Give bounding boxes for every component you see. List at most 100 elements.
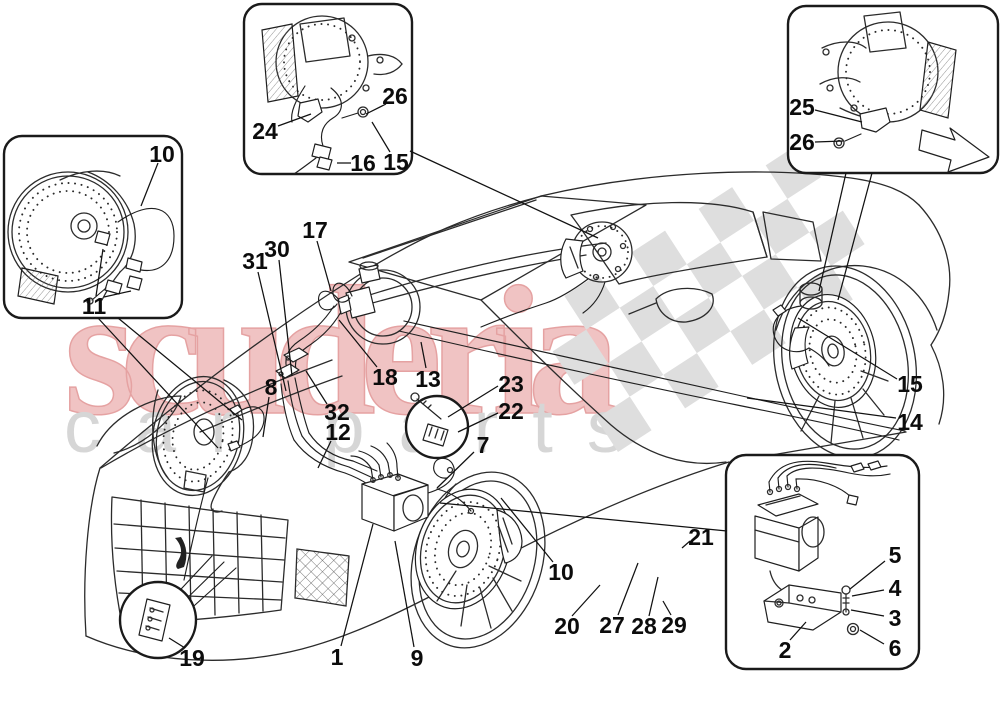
fixing-bolt <box>416 398 442 420</box>
flag-square <box>663 353 719 409</box>
detail-link-line <box>409 150 599 239</box>
callout-label-30: 30 <box>264 236 290 262</box>
callout-label-2: 2 <box>779 637 792 663</box>
front-left-wheel <box>410 471 546 649</box>
leader-line <box>394 540 415 648</box>
callout-label-28: 28 <box>631 613 657 639</box>
leader-line <box>305 370 328 405</box>
callout-label-18: 18 <box>372 364 398 390</box>
flag-square <box>753 198 810 255</box>
callout-label-17: 17 <box>302 217 328 243</box>
brake-duct-mesh <box>294 548 350 607</box>
leader-line <box>436 451 475 489</box>
detail-link-line <box>439 502 728 532</box>
flag-square <box>742 254 798 310</box>
leader-line <box>168 637 186 649</box>
leader-line <box>850 609 885 617</box>
callout-label-32: 32 <box>324 399 350 425</box>
front-right-brake <box>151 375 265 513</box>
leader-line <box>257 271 287 392</box>
callout-label-13: 13 <box>415 366 441 392</box>
leader-line <box>338 319 378 368</box>
leader-line <box>849 560 886 590</box>
flag-square <box>596 396 652 452</box>
flag-square <box>552 329 608 385</box>
callout-label-21: 21 <box>688 524 714 550</box>
inset-cable-clip-detail <box>118 580 198 660</box>
callout-label-7: 7 <box>477 432 490 458</box>
flag-square <box>607 341 664 397</box>
callout-label-19: 19 <box>179 645 205 671</box>
inset-abs-unit-detail <box>724 453 921 671</box>
leader-line <box>457 412 499 433</box>
leader-line <box>365 103 387 115</box>
flag-square <box>809 210 865 266</box>
detail-link-line <box>97 317 219 449</box>
flag-square <box>698 187 754 243</box>
callout-label-14: 14 <box>897 409 923 435</box>
leader-line <box>814 109 863 123</box>
inset-rear-hub-left-detail <box>242 2 414 176</box>
direction-arrow-icon <box>918 127 990 173</box>
callout-label-20: 20 <box>554 613 580 639</box>
flag-square <box>675 297 731 354</box>
detail-link-line <box>837 172 873 301</box>
leader-line <box>277 113 312 127</box>
leader-line <box>103 290 132 298</box>
watermark: scuderia car parts <box>63 143 865 468</box>
leader-line <box>371 121 391 153</box>
callout-label-25: 25 <box>789 94 815 120</box>
callout-label-9: 9 <box>411 645 424 671</box>
leader-line <box>851 589 885 597</box>
callout-label-1: 1 <box>331 644 344 670</box>
callout-label-26: 26 <box>382 83 408 109</box>
callout-label-4: 4 <box>889 575 902 601</box>
leader-line <box>340 523 374 647</box>
flag-square <box>631 230 687 287</box>
leader-line <box>617 562 639 616</box>
leader-line <box>789 621 807 641</box>
detail-link-lines <box>97 150 873 532</box>
callout-label-10: 10 <box>548 559 574 585</box>
rear-brake-caliper <box>789 326 810 370</box>
callout-label-26: 26 <box>789 129 815 155</box>
leader-line <box>140 162 159 207</box>
flag-square <box>619 286 676 342</box>
flag-square <box>730 309 786 365</box>
callout-label-23: 23 <box>498 371 524 397</box>
callout-label-8: 8 <box>265 374 278 400</box>
callout-label-6: 6 <box>889 635 902 661</box>
ferrari-horse-emblem <box>175 537 187 569</box>
leader-line <box>447 385 499 418</box>
callout-label-24: 24 <box>252 118 278 144</box>
leader-line <box>746 397 897 419</box>
callout-label-10: 10 <box>149 141 175 167</box>
callout-label-5: 5 <box>889 542 902 568</box>
front-grille <box>110 470 350 625</box>
callout-label-22: 22 <box>498 398 524 424</box>
leader-line <box>500 497 554 563</box>
leader-line <box>95 248 104 297</box>
leader-line <box>317 440 332 469</box>
callout-label-15: 15 <box>897 371 923 397</box>
callout-label-27: 27 <box>599 612 625 638</box>
inset-front-brake-detail <box>2 134 184 320</box>
door-mirror <box>655 287 714 323</box>
leader-line <box>262 396 270 438</box>
leader-line <box>662 600 672 616</box>
inset-connector-detail <box>404 392 470 460</box>
leader-line <box>681 540 691 549</box>
abs-sensor-cable <box>320 87 342 147</box>
flag-square <box>564 274 620 330</box>
leader-line <box>571 584 601 617</box>
callout-label-12: 12 <box>325 419 351 445</box>
leader-line <box>797 317 898 380</box>
detail-link-line <box>117 317 243 421</box>
callout-label-16: 16 <box>350 150 376 176</box>
rear-brake-line <box>403 320 906 432</box>
flag-square <box>686 242 743 298</box>
leader-line <box>814 140 844 143</box>
cable-clip <box>138 598 171 642</box>
brake-servo-and-pipes <box>167 261 906 615</box>
